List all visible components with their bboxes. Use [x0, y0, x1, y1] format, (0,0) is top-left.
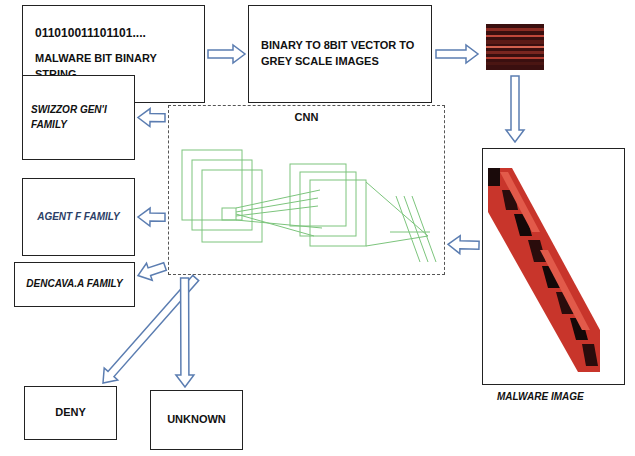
malware-image-picture [488, 168, 600, 372]
flow-arrow [448, 236, 479, 254]
node-text: UNKNOWN [155, 412, 238, 428]
node-text: DENCAVA.A FAMILY [23, 277, 126, 292]
node-text: MALWARE IMAGE [497, 390, 584, 405]
class-box: SWIZZOR GEN'I FAMILY [22, 75, 135, 160]
class-box: DENCAVA.A FAMILY [14, 262, 135, 307]
flow-arrow [138, 109, 165, 127]
node-text: DENY [29, 405, 112, 421]
flow-arrow [138, 263, 166, 281]
node-text: BINARY TO 8BIT VECTOR TO GREY SCALE IMAG… [261, 38, 419, 70]
cnn-layers [182, 150, 436, 262]
result-box: DENY [24, 386, 117, 440]
result-box: UNKNOWN [150, 390, 243, 450]
process-box: BINARY TO 8BIT VECTOR TO GREY SCALE IMAG… [248, 5, 432, 103]
flow-arrow [506, 76, 524, 142]
flow-arrow [208, 45, 245, 63]
class-box: AGENT F FAMILY [22, 178, 135, 256]
node-text: CNN [173, 110, 440, 126]
flow-arrow [436, 45, 478, 63]
node-text: AGENT F FAMILY [31, 210, 126, 225]
small-malware-image [486, 24, 544, 70]
node-text: SWIZZOR GEN'I FAMILY [31, 103, 126, 132]
flow-arrow [138, 208, 165, 226]
flow-arrow [176, 278, 194, 387]
node-text: 011010011101101.... [35, 25, 192, 42]
image-box: MALWARE IMAGE [482, 148, 625, 385]
cnn-region: CNN [168, 105, 445, 275]
